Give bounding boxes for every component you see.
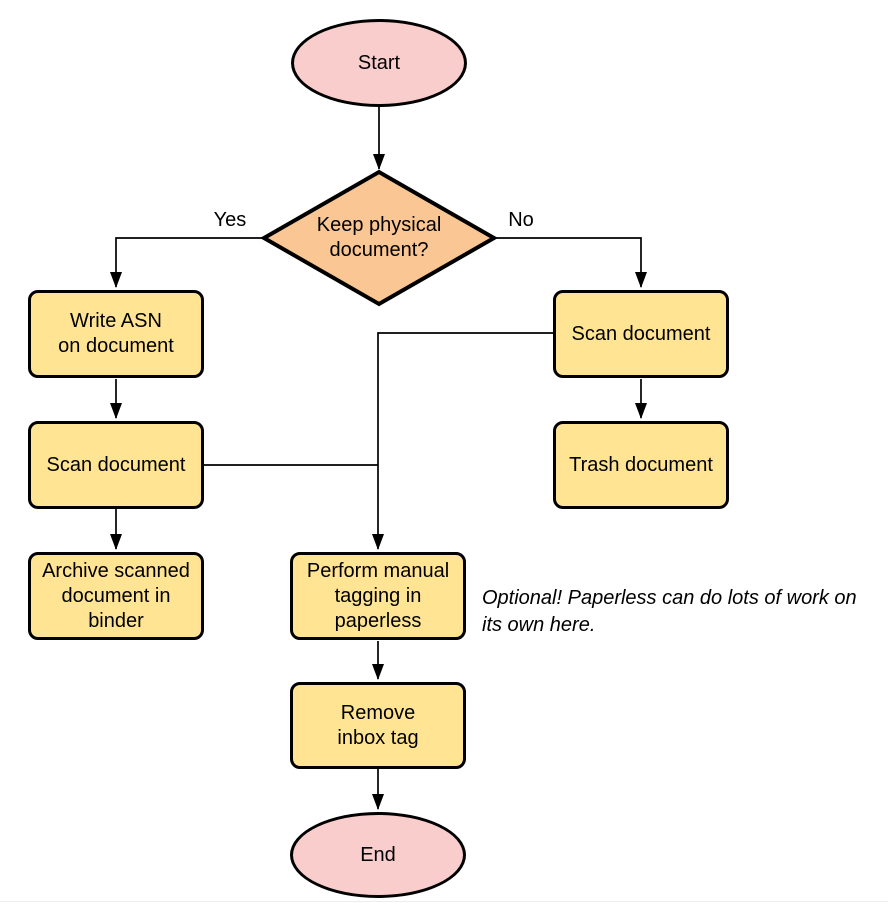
node-remove-inbox-tag: Remove inbox tag <box>290 682 466 769</box>
node-end: End <box>290 812 466 898</box>
optional-note: Optional! Paperless can do lots of work … <box>482 587 857 636</box>
node-start: Start <box>291 19 467 107</box>
node-trash-document: Trash document <box>553 421 729 509</box>
bottom-hairline <box>0 901 888 902</box>
decision-diamond-shape <box>259 169 499 307</box>
edge-decision-yes-to-write-asn <box>110 237 264 288</box>
edge-scan-right-to-tagging <box>372 332 553 550</box>
node-decision-label: Keep physical document? <box>316 214 442 261</box>
edge-label-yes: Yes <box>204 208 256 232</box>
node-write-asn: Write ASN on document <box>28 290 204 378</box>
edge-label-no: No <box>498 208 544 232</box>
node-manual-tagging: Perform manual tagging in paperless <box>290 552 466 640</box>
node-scan-document-left: Scan document <box>28 421 204 509</box>
node-scan-document-right: Scan document <box>553 290 729 378</box>
node-archive-in-binder: Archive scanned document in binder <box>28 552 204 640</box>
edge-decision-no-to-scan-right <box>494 237 647 288</box>
